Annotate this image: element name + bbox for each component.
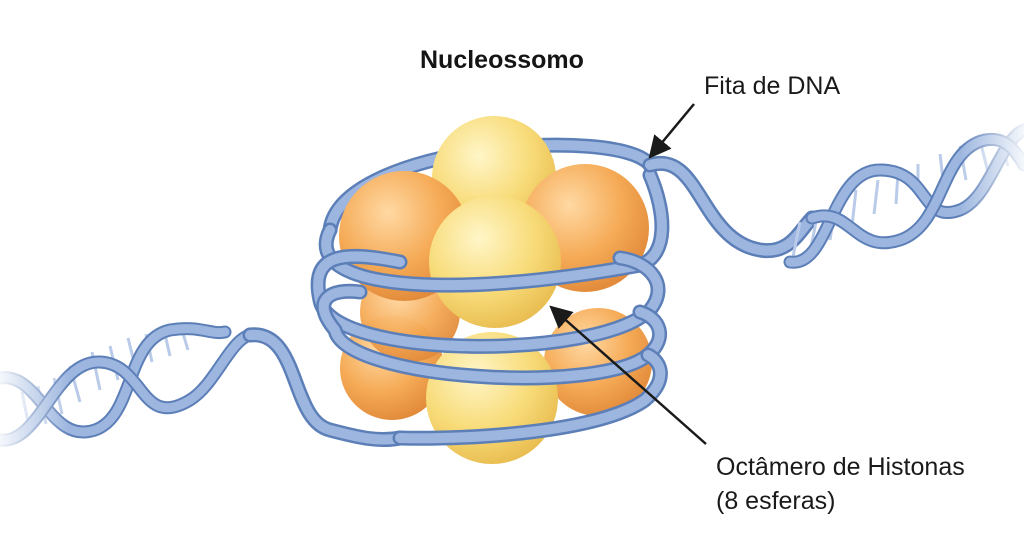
histone-sphere xyxy=(429,196,561,328)
histone-octamer-label: Octâmero de Histonas (8 esferas) xyxy=(716,450,965,518)
dna-arrow xyxy=(648,103,695,159)
dna-coil-front xyxy=(310,167,670,446)
histone-octamer-label-line1: Octâmero de Histonas xyxy=(716,453,965,481)
dna-helix-left xyxy=(0,322,257,460)
dna-helix-right xyxy=(783,110,1024,269)
histone-octamer-label-line2: (8 esferas) xyxy=(716,487,836,515)
octamer-arrow xyxy=(549,305,707,445)
diagram-title: Nucleossomo xyxy=(420,46,584,74)
dna-strand-label: Fita de DNA xyxy=(704,72,841,100)
